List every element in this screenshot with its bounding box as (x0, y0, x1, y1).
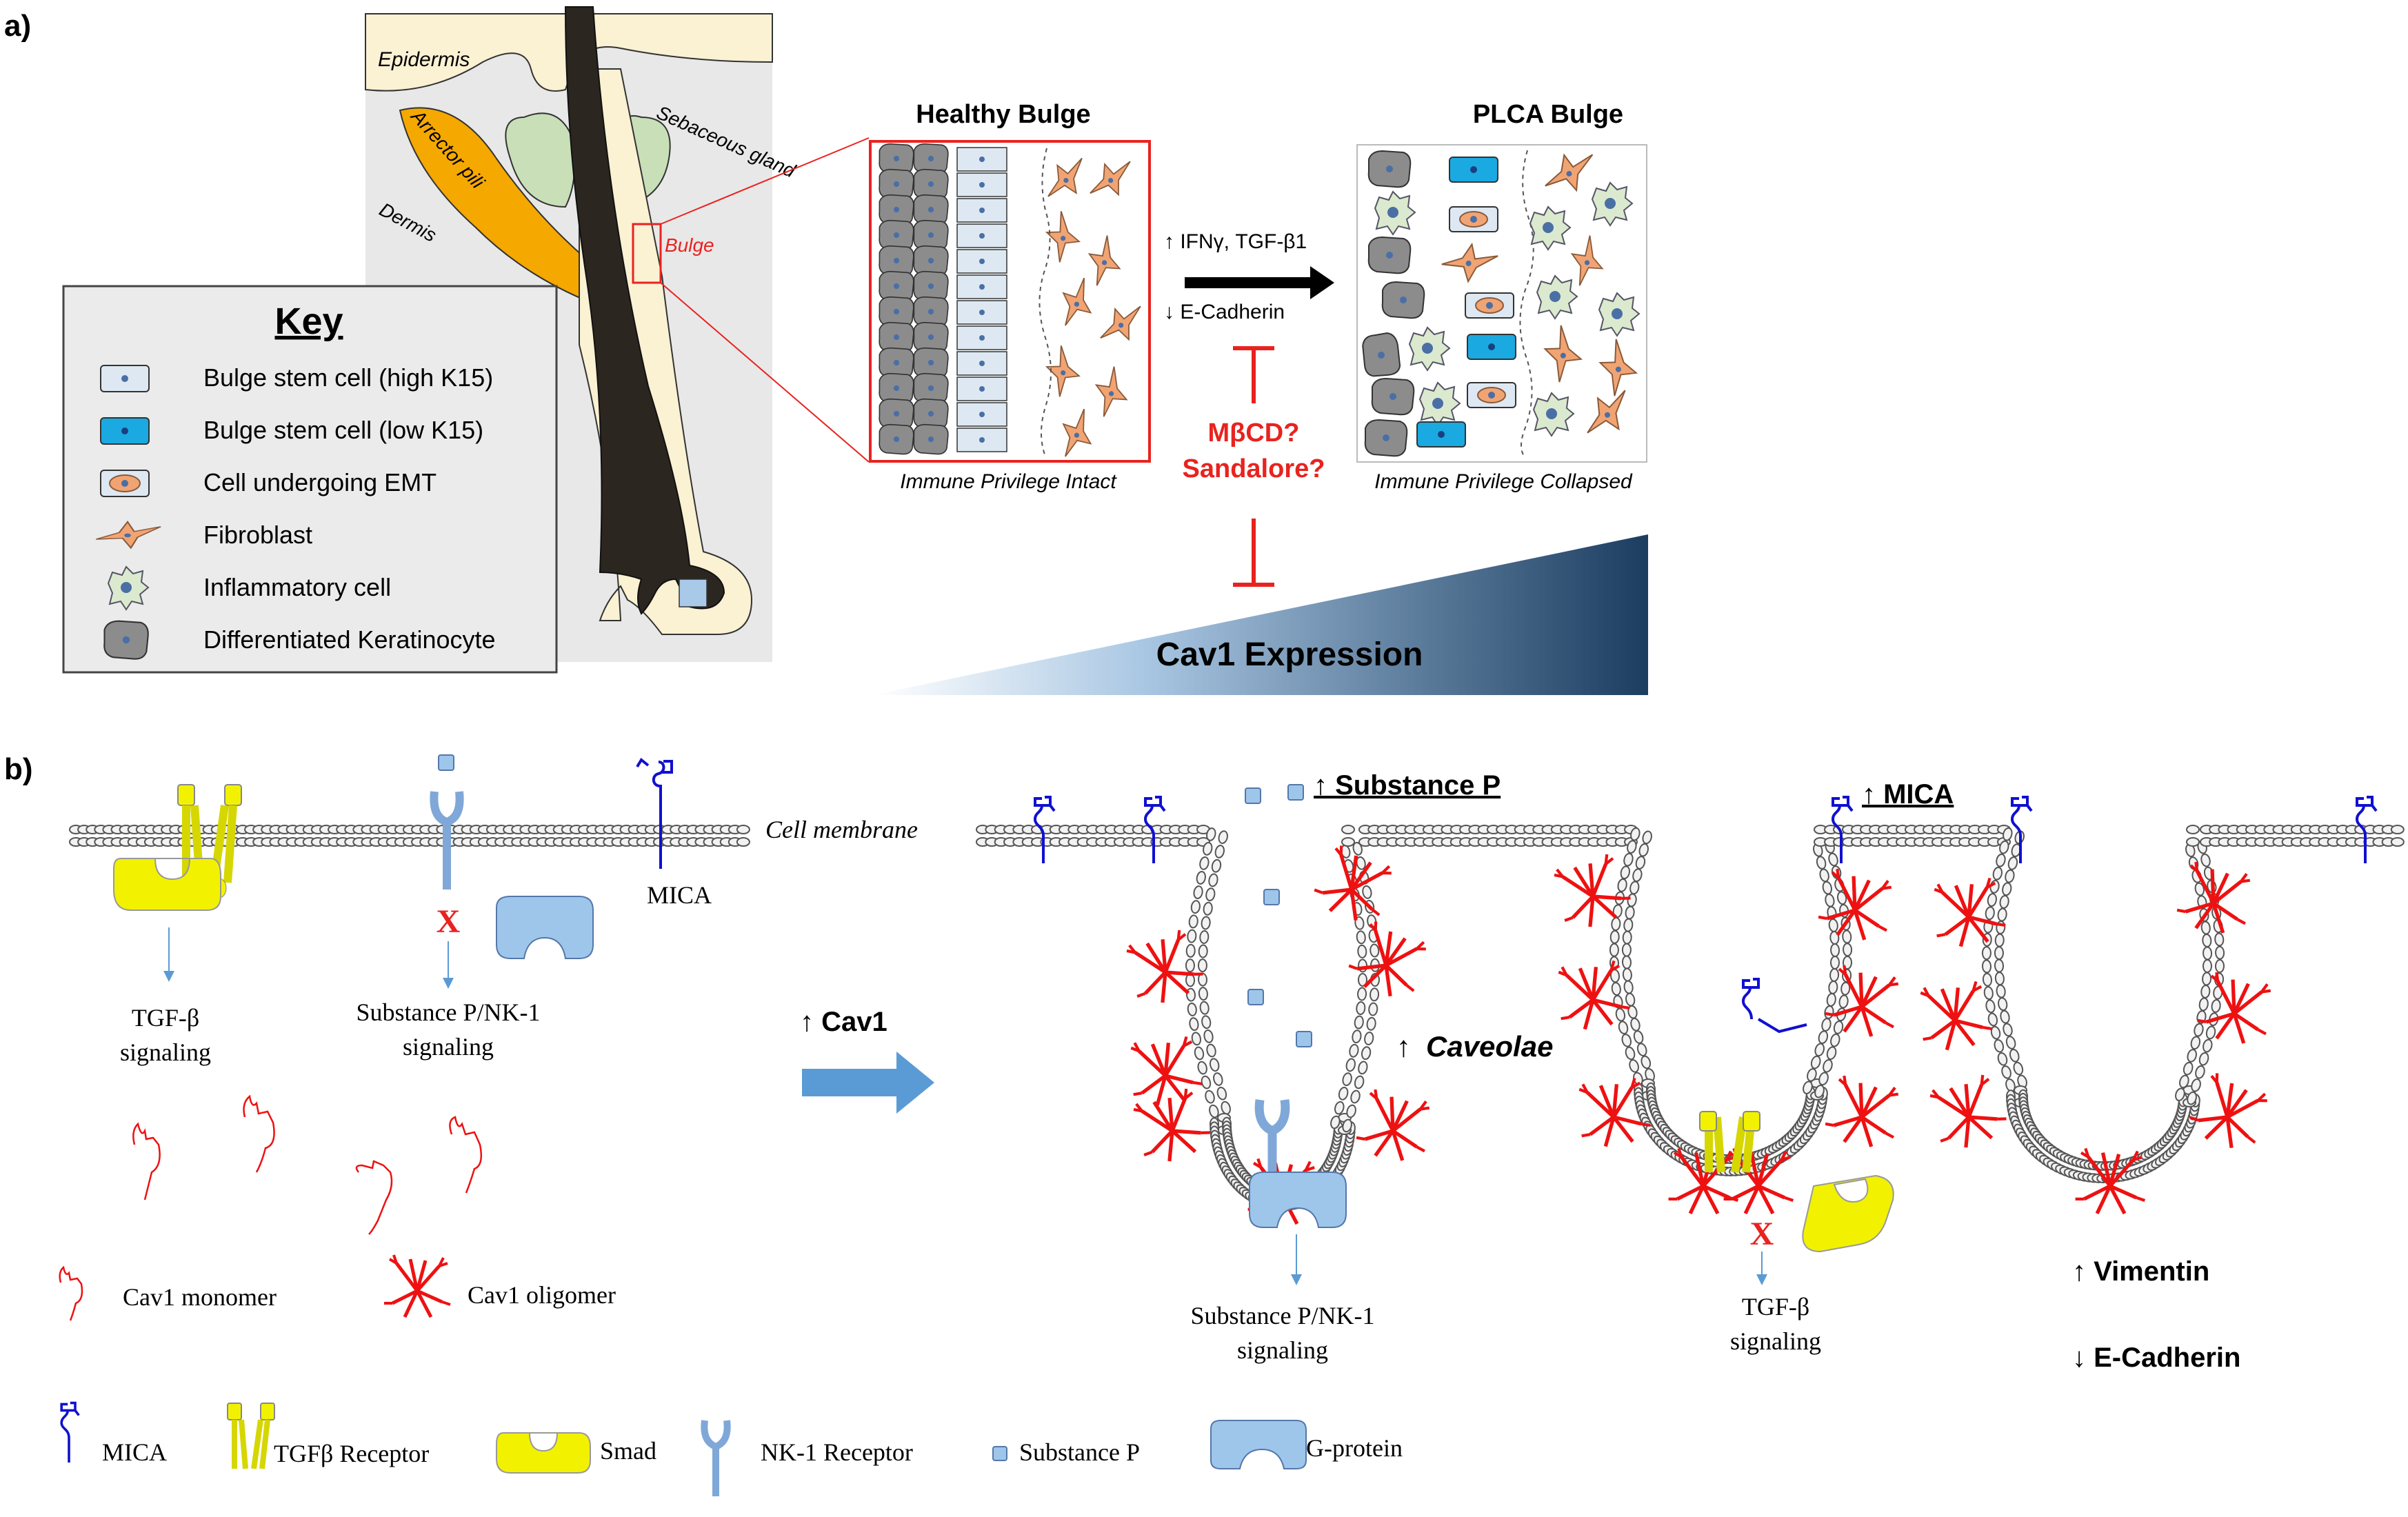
g-protein-left (496, 896, 594, 959)
substance-p-particles (1245, 784, 1312, 1047)
legend-g-protein: G-protein (1306, 1434, 1403, 1462)
bottom-legend: MICA TGFβ Receptor Smad NK-1 Receptor Su… (60, 1401, 1403, 1496)
key-title: Key (274, 301, 343, 342)
inhibitor-sandalore: Sandalore? (1183, 454, 1325, 483)
cav1-gradient-triangle (872, 534, 1648, 695)
healthy-caption: Immune Privilege Intact (900, 470, 1117, 493)
legend-nk1-receptor: NK-1 Receptor (761, 1438, 913, 1466)
caveolae-label: Caveolae (1426, 1030, 1553, 1063)
bulge-label: Bulge (665, 234, 714, 256)
legend-mica-icon (60, 1401, 81, 1464)
cav1-big-arrow (802, 1052, 934, 1114)
tgf-signaling-left-1: TGF-β (132, 1004, 199, 1032)
down-ecadherin-label: ↓ E-Cadherin (2072, 1343, 2240, 1373)
key-item-0: Bulge stem cell (high K15) (203, 363, 493, 392)
panel-a-label: a) (4, 9, 31, 43)
dermal-papilla (679, 579, 708, 607)
hair-shaft (564, 6, 725, 615)
cav1-oligomer-label: Cav1 oligomer (468, 1281, 616, 1309)
sp-signaling-right-1: Substance P/NK-1 (1191, 1302, 1375, 1329)
legend-smad: Smad (600, 1437, 656, 1465)
sp-signaling-left-2: signaling (403, 1033, 494, 1061)
legend-tgfb-receptor: TGFβ Receptor (274, 1440, 429, 1467)
inhibitor-symbol-bottom (1233, 519, 1274, 587)
key-item-2: Cell undergoing EMT (203, 468, 437, 496)
plca-bulge-panel (1356, 144, 1647, 463)
cav1-oligomer (1552, 956, 1632, 1033)
cav1-monomer-label: Cav1 monomer (123, 1283, 277, 1311)
epidermis-label: Epidermis (378, 48, 470, 71)
sp-signaling-left-1: Substance P/NK-1 (357, 998, 541, 1026)
up-vimentin-label: ↑ Vimentin (2072, 1256, 2209, 1287)
legend-mica: MICA (102, 1438, 167, 1466)
up-substance-p-label: ↑ Substance P (1314, 770, 1501, 801)
legend-smad-icon (496, 1432, 591, 1474)
legend-substance-p: Substance P (1019, 1438, 1140, 1466)
cav1-oligomer (1823, 1074, 1903, 1150)
nk1-receptor-left (430, 791, 464, 890)
block-x-right: X (1750, 1216, 1774, 1252)
key-item-1: Bulge stem cell (low K15) (203, 416, 483, 444)
mica-right-group (1034, 796, 2378, 1034)
inhibitor-symbol-top (1233, 346, 1274, 403)
cav1-oligomer (1310, 842, 1397, 927)
left-cell-membrane (69, 825, 750, 847)
tgf-signaling-left-2: signaling (120, 1038, 211, 1066)
right-cell-membrane-caveolae (976, 825, 2405, 1212)
cav1-oligomer (1914, 977, 1994, 1054)
key-item-5: Differentiated Keratinocyte (203, 625, 496, 654)
cav1-oligomer-legend-icon (384, 1255, 450, 1317)
g-protein-caveola (1249, 1172, 1347, 1228)
block-x-left: X (437, 903, 461, 940)
transition-arrow-head (1310, 266, 1334, 299)
key-item-3: Fibroblast (203, 521, 312, 549)
keratinocyte-icon (103, 620, 149, 660)
cav1-monomers (132, 1094, 482, 1235)
inhibitor-mbcd: MβCD? (1208, 419, 1300, 448)
sp-signaling-right-2: signaling (1237, 1336, 1328, 1364)
plca-bulge-title: PLCA Bulge (1473, 100, 1623, 129)
up-ifn-tgf-text: ↑ IFNγ, TGF-β1 (1164, 230, 1307, 253)
bulge-highlight-box (632, 223, 662, 284)
key-box: Key Bulge stem cell (high K15) Bulge ste… (62, 285, 558, 674)
substance-p-left (438, 754, 454, 771)
plca-caption: Immune Privilege Collapsed (1374, 470, 1633, 493)
legend-g-protein-icon (1210, 1420, 1307, 1469)
healthy-bulge-panel (869, 140, 1151, 465)
cell-membrane-label: Cell membrane (765, 816, 918, 843)
up-cav1-label: ↑ Cav1 (800, 1007, 887, 1037)
up-caveolae-arrow: ↑ (1396, 1030, 1411, 1063)
tgfb-receptor-caveola (1699, 1111, 1760, 1173)
smad-left (113, 858, 221, 911)
tgf-signaling-right-2: signaling (1730, 1327, 1821, 1355)
up-mica-label: ↑ MICA (1862, 779, 1954, 810)
legend-substance-p-icon (992, 1446, 1007, 1461)
cav1-oligomer (1127, 1083, 1214, 1168)
cav1-monomer-legend-icon (59, 1265, 83, 1321)
key-item-4: Inflammatory cell (203, 573, 391, 601)
cav1-oligomer (1923, 1069, 2011, 1154)
legend-nk1-icon (701, 1420, 731, 1496)
cav1-oligomer (1125, 1032, 1205, 1109)
zoom-line-bottom (660, 282, 870, 463)
healthy-bulge-title: Healthy Bulge (916, 100, 1090, 129)
down-ecadherin-text: ↓ E-Cadherin (1164, 301, 1285, 323)
mica-left (636, 758, 673, 869)
panel-b-label: b) (4, 752, 33, 786)
legend-tgfb-receptor-icon (227, 1403, 275, 1469)
inflammatory-cell-icon (108, 566, 149, 610)
sebaceous-gland-left (505, 112, 576, 208)
zoom-line-top (660, 137, 870, 225)
smad-right (1802, 1174, 1894, 1253)
tgf-signaling-right-1: TGF-β (1742, 1293, 1809, 1320)
hair-follicle-diagram: Epidermis Arrector pili Sebaceous gland … (365, 6, 799, 662)
cav1-oligomer (1354, 1087, 1434, 1164)
cav1-oligomer (1344, 918, 1432, 1003)
mica-label-left: MICA (647, 881, 712, 909)
cav1-expression-label: Cav1 Expression (1156, 636, 1423, 673)
